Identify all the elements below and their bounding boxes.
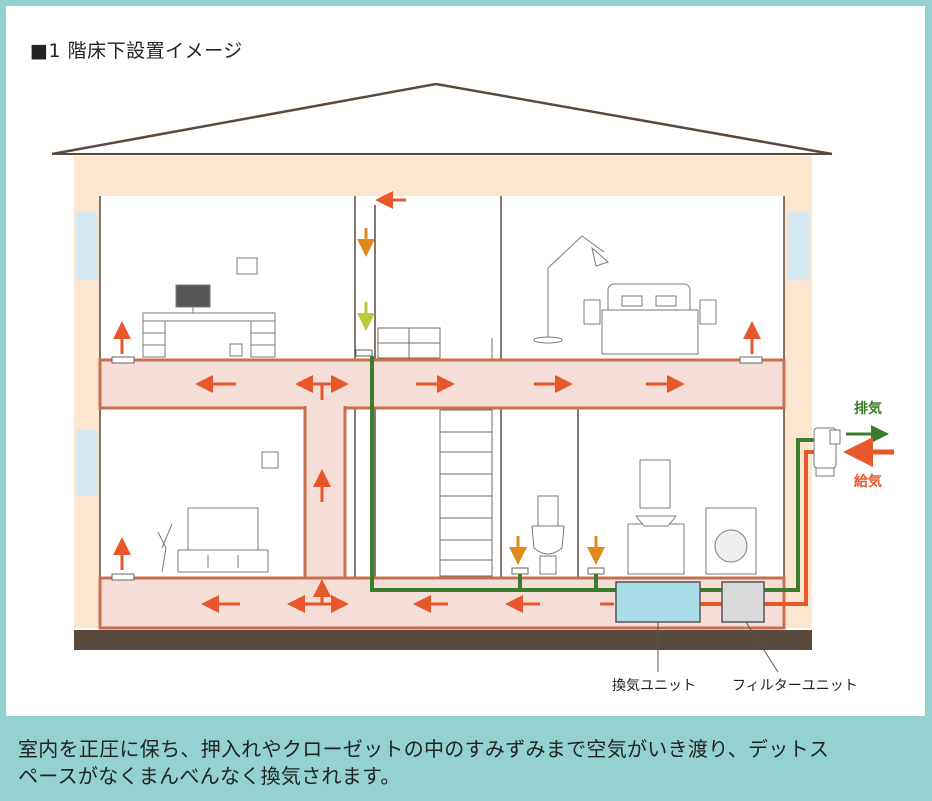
caption-line-2: ペースがなくまんべんなく換気されます。 bbox=[18, 764, 401, 788]
foundation bbox=[74, 630, 812, 650]
caption-line-1: 室内を正圧に保ち、押入れやクローゼットの中のすみずみまで空気がいき渡り、デットス bbox=[18, 737, 830, 761]
supply-duct bbox=[700, 450, 816, 606]
tv-icon bbox=[157, 451, 279, 573]
ventilation-unit bbox=[615, 581, 701, 623]
description-caption: 室内を正圧に保ち、押入れやクローゼットの中のすみずみまで空気がいき渡り、デットス… bbox=[18, 736, 918, 790]
diagram-heading: ■1 階床下設置イメージ bbox=[30, 40, 243, 62]
windows bbox=[76, 212, 809, 496]
filter-unit-label: フィルターユニット bbox=[732, 678, 858, 694]
vent-grilles bbox=[111, 349, 763, 581]
stairs bbox=[377, 327, 493, 577]
exhaust-intake-arrows bbox=[357, 228, 605, 565]
roof bbox=[51, 82, 833, 156]
filter-unit-leader bbox=[745, 621, 779, 673]
bed-icon bbox=[533, 235, 717, 355]
outdoor-hood-icon bbox=[813, 427, 841, 477]
desk-icon bbox=[142, 257, 276, 358]
toilet-icon bbox=[531, 495, 565, 575]
washroom-icon bbox=[627, 459, 757, 575]
supply-label: 給気 bbox=[854, 473, 882, 490]
exhaust-label: 排気 bbox=[854, 400, 882, 417]
ventilation-unit-label: 換気ユニット bbox=[612, 678, 696, 694]
interior-walls bbox=[99, 196, 785, 578]
exhaust-duct bbox=[370, 356, 816, 592]
filter-unit bbox=[721, 581, 765, 623]
supply-airflow-arrows bbox=[113, 191, 761, 613]
